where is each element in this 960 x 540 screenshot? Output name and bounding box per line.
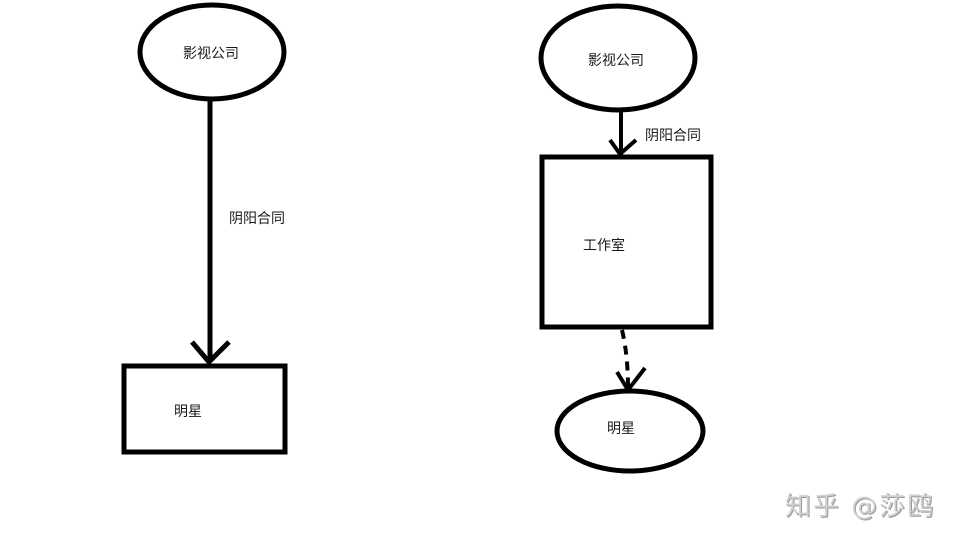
watermark: 知乎 @莎鸥 bbox=[785, 492, 936, 522]
left-contract-label: 阴阳合同 bbox=[229, 211, 285, 227]
left-company-label: 影视公司 bbox=[183, 46, 239, 62]
right-star-label: 明星 bbox=[607, 421, 635, 437]
right-company-ellipse bbox=[538, 3, 698, 113]
right-company-label: 影视公司 bbox=[588, 53, 644, 69]
right-dashed-arrow-head-icon bbox=[615, 366, 647, 394]
right-studio-rect bbox=[539, 154, 714, 330]
left-star-rect bbox=[121, 363, 288, 455]
left-star-label: 明星 bbox=[174, 404, 202, 420]
right-star-ellipse bbox=[554, 388, 706, 474]
left-arrow-head-icon bbox=[190, 340, 231, 366]
right-arrow-head-icon bbox=[608, 138, 638, 157]
left-company-ellipse bbox=[137, 2, 287, 102]
right-studio-label: 工作室 bbox=[583, 238, 625, 254]
right-dashed-arrow-line bbox=[620, 329, 630, 389]
right-contract-label: 阴阳合同 bbox=[645, 128, 701, 144]
